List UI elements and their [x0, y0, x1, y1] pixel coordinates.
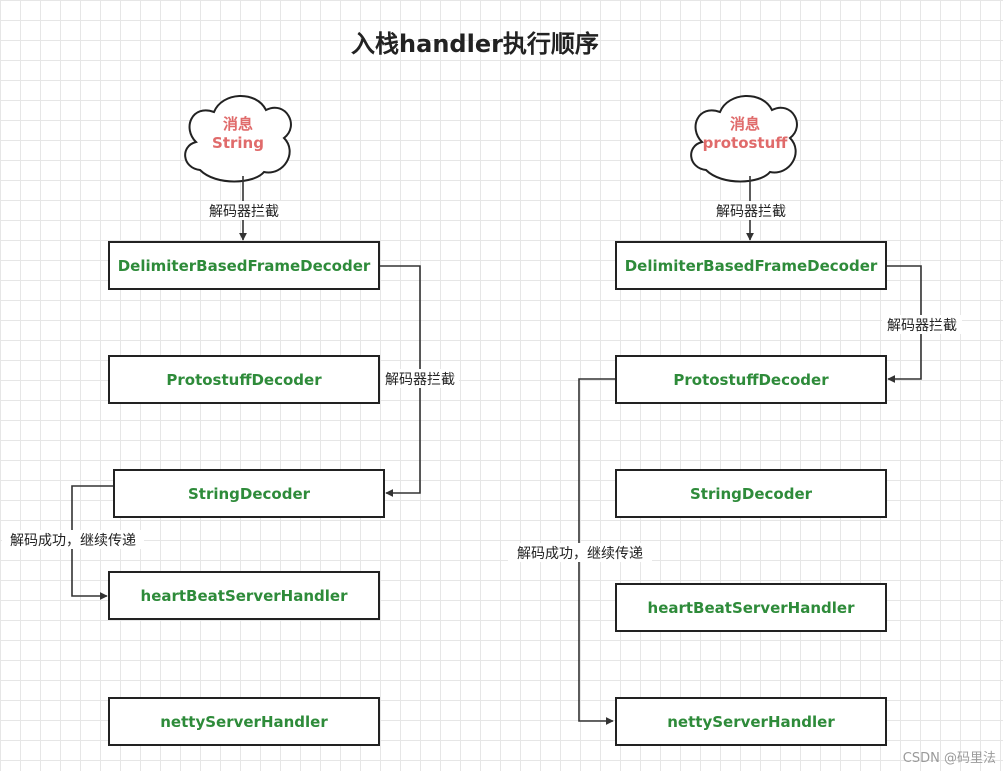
- right-heartbeat-handler-label: heartBeatServerHandler: [648, 599, 856, 617]
- right-label-bg-2: [882, 315, 962, 334]
- right-label-bg-1: [710, 201, 792, 220]
- right-label-intercept-skip: 解码器拦截: [887, 318, 957, 334]
- right-cloud-subtitle: protostuff: [703, 134, 789, 152]
- right-heartbeat-handler-box: [615, 583, 887, 632]
- right-cloud-title: 消息: [730, 115, 760, 133]
- left-heartbeat-handler-box: [108, 571, 380, 620]
- left-cloud-title: 消息: [223, 115, 253, 133]
- left-heartbeat-handler-label: heartBeatServerHandler: [141, 587, 349, 605]
- left-protostuff-decoder-box: [108, 355, 380, 404]
- right-delimiter-decoder-box: [615, 241, 887, 290]
- right-label-success: 解码成功，继续传递: [517, 545, 643, 562]
- left-label-bg-2: [381, 369, 459, 388]
- left-flow: 消息 String 解码器拦截 解码器拦截 解码成功，继续传递 Delimite…: [2, 95, 459, 746]
- left-label-bg-1: [203, 201, 285, 220]
- right-netty-handler-box: [615, 697, 887, 746]
- right-protostuff-decoder-box: [615, 355, 887, 404]
- left-delimiter-decoder-label: DelimiterBasedFrameDecoder: [118, 257, 371, 275]
- left-delimiter-decoder-box: [108, 241, 380, 290]
- left-string-decoder-box: [113, 469, 385, 518]
- left-string-decoder-label: StringDecoder: [188, 485, 311, 503]
- left-label-bg-3: [2, 530, 144, 549]
- right-label-bg-3: [508, 543, 652, 562]
- right-flow: 消息 protostuff 解码器拦截 解码器拦截 解码成功，继续传递 Deli…: [508, 95, 962, 746]
- watermark: CSDN @码里法: [903, 751, 996, 766]
- right-string-decoder-box: [615, 469, 887, 518]
- right-label-intercept-top: 解码器拦截: [716, 204, 786, 220]
- left-label-intercept-top: 解码器拦截: [209, 204, 279, 220]
- left-cloud-subtitle: String: [212, 134, 264, 152]
- diagram-title: 入栈handler执行顺序: [351, 30, 599, 58]
- left-protostuff-decoder-label: ProtostuffDecoder: [166, 371, 322, 389]
- left-label-intercept-skip: 解码器拦截: [385, 372, 455, 388]
- right-delimiter-decoder-label: DelimiterBasedFrameDecoder: [625, 257, 878, 275]
- left-netty-handler-label: nettyServerHandler: [160, 713, 328, 731]
- right-string-decoder-label: StringDecoder: [690, 485, 813, 503]
- left-netty-handler-box: [108, 697, 380, 746]
- right-protostuff-decoder-label: ProtostuffDecoder: [673, 371, 829, 389]
- left-message-cloud: [184, 95, 292, 183]
- left-label-success: 解码成功，继续传递: [10, 532, 136, 549]
- right-netty-handler-label: nettyServerHandler: [667, 713, 835, 731]
- right-message-cloud: [690, 95, 798, 183]
